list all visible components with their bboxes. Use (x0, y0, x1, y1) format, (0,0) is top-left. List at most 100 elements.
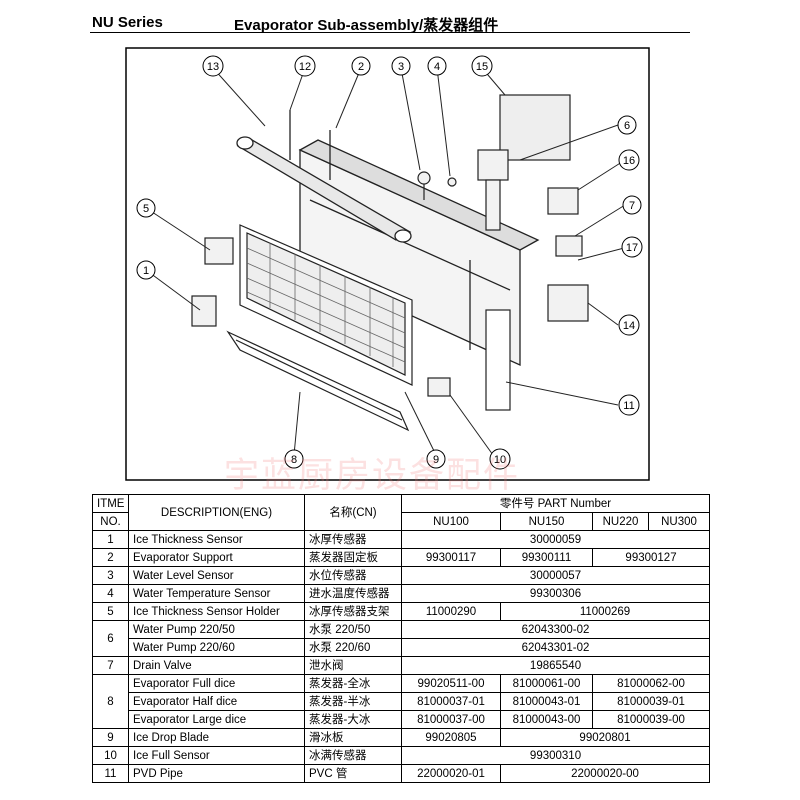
diagram-frame (125, 47, 650, 481)
callout-5: 5 (136, 198, 156, 218)
header-part-number: 零件号 PART Number (400, 494, 711, 513)
svg-text:7: 7 (629, 200, 635, 212)
item-no: 2 (92, 548, 129, 567)
item-no: 9 (92, 728, 129, 747)
svg-text:10: 10 (494, 454, 506, 466)
header-model-nu150: NU150 (500, 512, 593, 531)
header-model-nu300: NU300 (647, 512, 711, 531)
item-cn: 水位传感器 (304, 566, 402, 585)
callout-7: 7 (622, 195, 642, 215)
callout-9: 9 (426, 449, 446, 469)
item-cn: 进水温度传感器 (304, 584, 402, 603)
item-cn: 蒸发器-半冰 (304, 692, 402, 711)
table-row: 10 Ice Full Sensor 冰满传感器 99300310 (92, 746, 711, 765)
item-part: 99300127 (591, 548, 711, 567)
item-cn: 蒸发器固定板 (304, 548, 402, 567)
callout-3: 3 (391, 56, 411, 76)
item-desc: Water Pump 220/50 (128, 620, 305, 639)
svg-text:2: 2 (358, 61, 364, 73)
table-row: 3 Water Level Sensor 水位传感器 30000057 (92, 566, 711, 585)
callout-12: 12 (294, 55, 316, 77)
table-row: 9 Ice Drop Blade 滑冰板 99020805 99020801 (92, 728, 711, 747)
callout-11: 11 (618, 394, 640, 416)
header-item-line1: ITME (92, 494, 129, 513)
table-row: 1 Ice Thickness Sensor 冰厚传感器 30000059 (92, 530, 711, 549)
item-desc: Ice Thickness Sensor (128, 530, 305, 549)
item-part: 81000043-00 (500, 710, 593, 729)
item-desc: Water Level Sensor (128, 566, 305, 585)
item-part: 81000037-00 (401, 710, 501, 729)
svg-text:4: 4 (434, 61, 440, 73)
item-cn: 冰厚传感器支架 (304, 602, 402, 621)
callout-10: 10 (489, 448, 511, 470)
item-part: 81000062-00 (591, 674, 711, 693)
callout-4: 4 (427, 56, 447, 76)
svg-text:1: 1 (143, 265, 149, 277)
item-cn: 蒸发器-大冰 (304, 710, 402, 729)
item-part: 30000057 (400, 566, 711, 585)
callout-15: 15 (471, 55, 493, 77)
svg-text:13: 13 (207, 61, 219, 73)
table-row: 6 Water Pump 220/50 水泵 220/50 62043300-0… (92, 620, 711, 657)
table-row: 4 Water Temperature Sensor 进水温度传感器 99300… (92, 584, 711, 603)
item-cn: PVC 管 (304, 764, 402, 783)
ice-drop-blade (226, 330, 410, 432)
callout-6: 6 (617, 115, 637, 135)
item-part: 22000020-00 (499, 764, 711, 783)
item-part: 99020805 (401, 728, 501, 747)
item-no: 1 (92, 530, 129, 549)
table-row: 2 Evaporator Support 蒸发器固定板 99300117 993… (92, 548, 711, 567)
item-part: 81000061-00 (500, 674, 593, 693)
svg-text:6: 6 (624, 120, 630, 132)
item-desc: Evaporator Large dice (128, 710, 305, 729)
svg-text:9: 9 (433, 454, 439, 466)
item-part: 99300111 (500, 548, 593, 567)
item-part: 22000020-01 (401, 764, 501, 783)
item-desc: Water Pump 220/60 (128, 638, 305, 657)
svg-text:16: 16 (623, 155, 635, 167)
item-desc: Ice Full Sensor (128, 746, 305, 765)
item-part: 81000043-01 (500, 692, 593, 711)
small-parts (191, 94, 589, 411)
item-part: 11000290 (401, 602, 501, 621)
callout-16: 16 (618, 149, 640, 171)
svg-text:15: 15 (476, 61, 488, 73)
item-part: 99020801 (499, 728, 711, 747)
callout-8: 8 (284, 449, 304, 469)
header-description: DESCRIPTION(ENG) (128, 494, 305, 531)
item-part: 62043301-02 (400, 638, 711, 657)
svg-text:14: 14 (623, 320, 635, 332)
item-part: 30000059 (400, 530, 711, 549)
item-desc: Water Temperature Sensor (128, 584, 305, 603)
item-part: 81000037-01 (401, 692, 501, 711)
item-part: 99300310 (400, 746, 711, 765)
item-part: 62043300-02 (400, 620, 711, 639)
item-part: 81000039-00 (591, 710, 711, 729)
table-row: 7 Drain Valve 泄水阀 19865540 (92, 656, 711, 675)
item-part: 99300306 (400, 584, 711, 603)
table-row: 8 Evaporator Full dice 蒸发器-全冰 99020511-0… (92, 674, 711, 729)
item-cn: 水泵 220/50 (304, 620, 402, 639)
header-model-nu220: NU220 (592, 512, 649, 531)
item-part: 99020511-00 (401, 674, 501, 693)
parts-table: ITME DESCRIPTION(ENG) 名称(CN) 零件号 PART Nu… (92, 494, 711, 783)
item-cn: 水泵 220/60 (304, 638, 402, 657)
item-desc: Ice Thickness Sensor Holder (128, 602, 305, 621)
page-title: Evaporator Sub-assembly/蒸发器组件 (234, 17, 499, 34)
item-cn: 滑冰板 (304, 728, 402, 747)
item-desc: Evaporator Full dice (128, 674, 305, 693)
item-desc: Ice Drop Blade (128, 728, 305, 747)
item-part: 81000039-01 (591, 692, 711, 711)
svg-text:11: 11 (623, 400, 634, 412)
svg-text:8: 8 (291, 454, 297, 466)
table-row: 11 PVD Pipe PVC 管 22000020-01 22000020-0… (92, 764, 711, 783)
item-no: 5 (92, 602, 129, 621)
item-part: 19865540 (400, 656, 711, 675)
item-cn: 冰满传感器 (304, 746, 402, 765)
item-no: 4 (92, 584, 129, 603)
item-no: 6 (92, 620, 129, 657)
top-tube (236, 110, 412, 243)
svg-text:3: 3 (398, 61, 404, 73)
evaporator-plate (239, 224, 413, 386)
